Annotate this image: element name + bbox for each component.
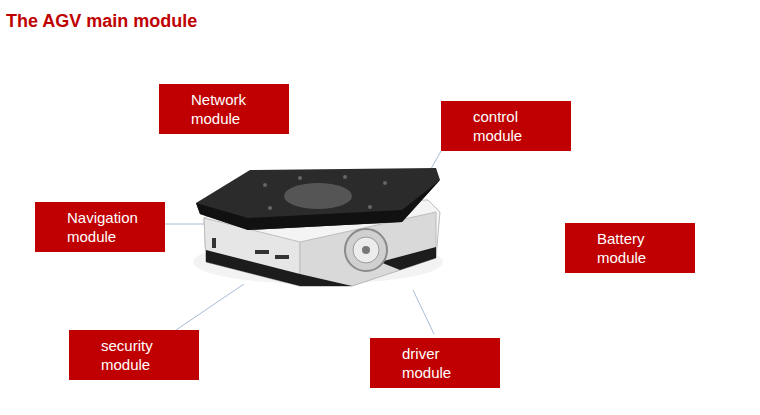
module-label: Network module bbox=[191, 90, 273, 128]
leader-line bbox=[413, 290, 434, 334]
module-label: driver module bbox=[402, 344, 484, 382]
module-box: driver module bbox=[370, 338, 500, 388]
module-label: control module bbox=[473, 107, 555, 145]
module-box: control module bbox=[441, 101, 571, 151]
module-box: Navigation module bbox=[35, 202, 165, 252]
module-box: security module bbox=[69, 330, 199, 380]
module-label: Battery module bbox=[597, 229, 679, 267]
module-box: Network module bbox=[159, 84, 289, 134]
module-box: Battery module bbox=[565, 223, 695, 273]
agv-robot bbox=[193, 168, 443, 286]
leader-line bbox=[176, 284, 244, 330]
page-title: The AGV main module bbox=[6, 11, 197, 32]
module-label: Navigation module bbox=[67, 208, 149, 246]
module-label: security module bbox=[101, 336, 183, 374]
